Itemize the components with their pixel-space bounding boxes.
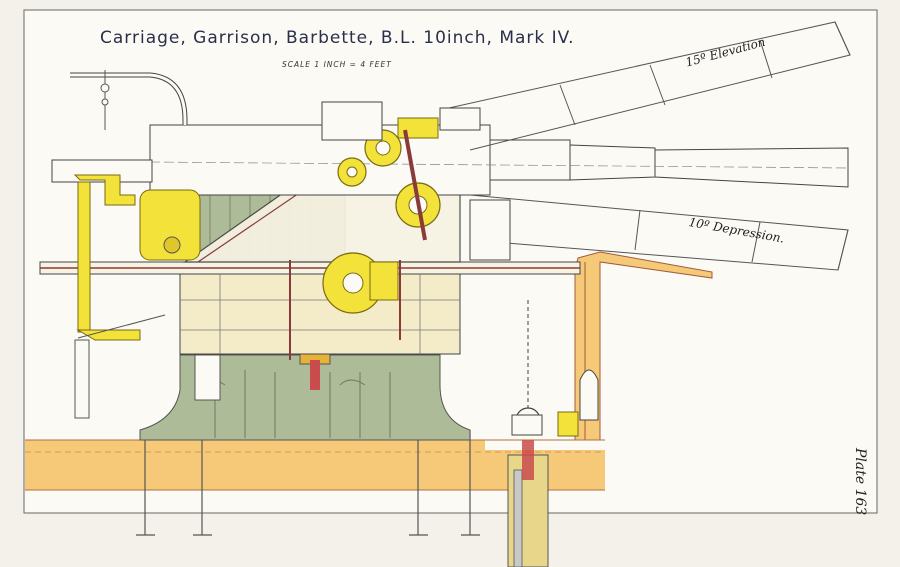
parapet-fittings [511, 369, 599, 437]
plate-title: Carriage, Garrison, Barbette, B.L. 10inc… [100, 28, 575, 48]
cradle [321, 101, 511, 261]
loading-stand [74, 314, 221, 419]
traversing-gear [289, 252, 401, 360]
elevating-gear [337, 117, 441, 241]
racer-platform [39, 261, 581, 355]
scale-note: SCALE 1 INCH = 4 FEET [282, 60, 392, 69]
hoist-davit [70, 70, 188, 130]
barrel-elevation-outline [439, 21, 851, 151]
barrel-depression-outline [469, 194, 849, 271]
breech-assembly [51, 159, 201, 341]
holding-down-bolts [136, 430, 480, 536]
ground-foundation [25, 251, 713, 491]
plate-number: Plate 163 [852, 448, 868, 516]
